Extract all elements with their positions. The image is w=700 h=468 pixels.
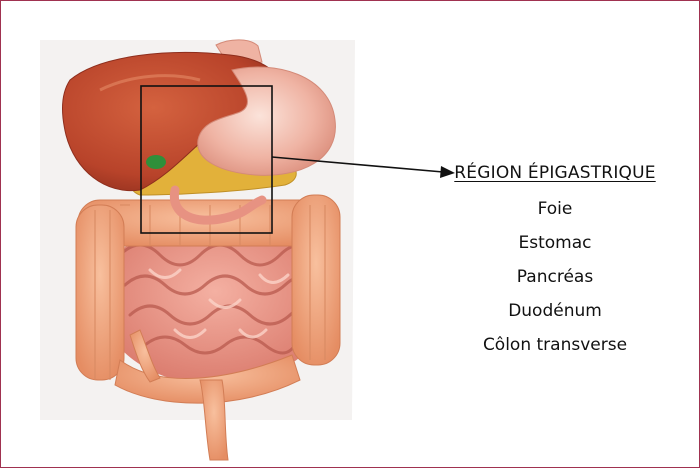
region-label-list: RÉGION ÉPIGASTRIQUE Foie Estomac Pancréa… bbox=[430, 158, 680, 362]
organ-label-duodenum: Duodénum bbox=[508, 301, 602, 321]
organ-label-stomach: Estomac bbox=[518, 233, 592, 253]
gallbladder bbox=[146, 155, 166, 169]
liver-highlight bbox=[99, 74, 201, 92]
duodenum bbox=[169, 185, 267, 225]
organ-label-transverse-colon: Côlon transverse bbox=[482, 335, 628, 355]
colon-haustra bbox=[94, 204, 326, 380]
callout-line bbox=[271, 156, 444, 173]
region-title: RÉGION ÉPIGASTRIQUE bbox=[454, 163, 656, 183]
epigastric-region-box bbox=[140, 85, 273, 234]
organ-label-liver: Foie bbox=[537, 199, 573, 219]
stomach bbox=[197, 66, 336, 176]
callout-arrowhead bbox=[440, 166, 455, 178]
organ-label-pancreas: Pancréas bbox=[516, 267, 594, 287]
